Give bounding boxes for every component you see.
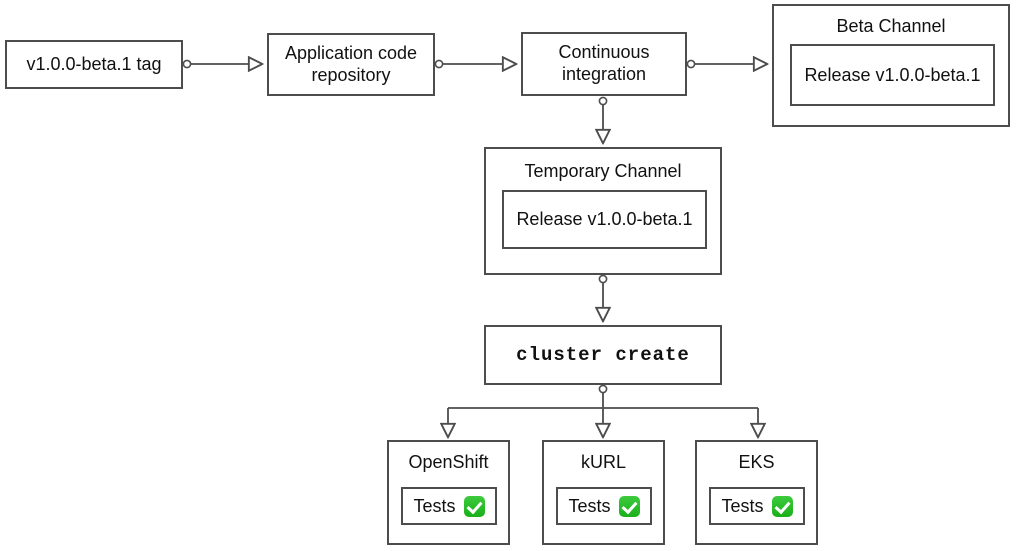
- node-cluster-create-label: cluster create: [516, 343, 690, 366]
- edge-cluster-create-to-targets: [448, 384, 758, 436]
- node-version-tag[interactable]: v1.0.0-beta.1 tag: [5, 40, 183, 89]
- node-cluster-create[interactable]: cluster create: [484, 325, 722, 385]
- beta-channel-release-label: Release v1.0.0-beta.1: [804, 64, 981, 85]
- group-target-eks[interactable]: EKS Tests: [695, 440, 818, 545]
- group-target-kurl[interactable]: kURL Tests: [542, 440, 665, 545]
- check-mark-button-icon: [771, 495, 793, 517]
- node-application-code-repository-label: Application code repository: [284, 42, 418, 85]
- openshift-tests-box[interactable]: Tests: [401, 487, 497, 525]
- node-version-tag-label: v1.0.0-beta.1 tag: [26, 53, 162, 74]
- kurl-tests-box[interactable]: Tests: [556, 487, 652, 525]
- beta-channel-release-box[interactable]: Release v1.0.0-beta.1: [790, 44, 995, 106]
- group-beta-channel-title: Beta Channel: [836, 16, 946, 36]
- group-target-eks-title: EKS: [738, 452, 775, 472]
- edge-ci-to-temporary-channel: [599, 96, 606, 142]
- check-mark-button-icon: [463, 495, 485, 517]
- group-temporary-channel-title: Temporary Channel: [524, 161, 682, 181]
- node-continuous-integration[interactable]: Continuous integration: [521, 32, 687, 96]
- group-temporary-channel[interactable]: Temporary Channel Release v1.0.0-beta.1: [484, 147, 722, 275]
- edge-ci-to-beta-channel: [686, 60, 766, 67]
- node-continuous-integration-label: Continuous integration: [558, 42, 650, 84]
- edge-temporary-channel-to-cluster-create: [599, 274, 606, 320]
- node-application-code-repository[interactable]: Application code repository: [267, 33, 435, 96]
- edge-repo-to-ci: [434, 60, 515, 67]
- eks-tests-box[interactable]: Tests: [709, 487, 805, 525]
- edge-tag-to-repo: [182, 60, 261, 67]
- group-target-kurl-title: kURL: [580, 452, 626, 472]
- group-target-openshift[interactable]: OpenShift Tests: [387, 440, 510, 545]
- group-target-openshift-title: OpenShift: [408, 452, 489, 472]
- group-beta-channel[interactable]: Beta Channel Release v1.0.0-beta.1: [772, 4, 1010, 127]
- eks-tests-label: Tests: [721, 495, 764, 516]
- temporary-channel-release-label: Release v1.0.0-beta.1: [516, 209, 693, 229]
- kurl-tests-label: Tests: [568, 495, 611, 516]
- check-mark-button-icon: [618, 495, 640, 517]
- openshift-tests-label: Tests: [413, 495, 456, 516]
- temporary-channel-release-box[interactable]: Release v1.0.0-beta.1: [502, 190, 707, 249]
